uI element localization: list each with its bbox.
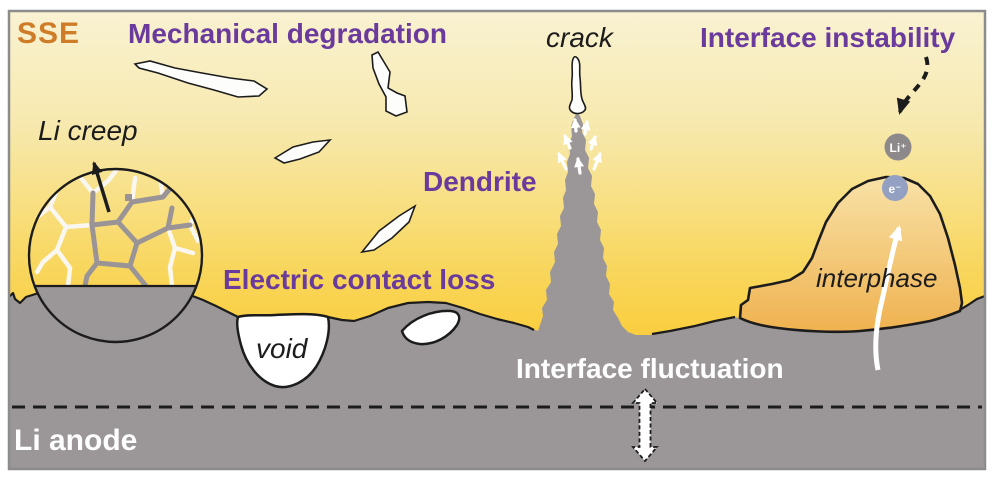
electron-badge: e⁻ [882, 175, 908, 201]
crack-flake-vertical [371, 50, 408, 117]
interface-fluctuation-label: Interface fluctuation [516, 353, 784, 384]
up-arrow-icon [580, 120, 591, 136]
up-arrow-icon [563, 134, 573, 150]
fluctuation-arrow [631, 387, 659, 463]
crack-flake-horizontal [133, 60, 269, 98]
interface-line-far-right [957, 294, 986, 312]
interphase-label: interphase [816, 263, 937, 293]
void-shape-small [400, 309, 461, 346]
void-shape-large [235, 312, 331, 389]
sse-label: SSE [17, 17, 80, 50]
interface-instability-label: Interface instability [700, 22, 956, 53]
grain-lines-gray [82, 182, 193, 289]
dendrite-stress-arrows [557, 118, 602, 175]
li-ion-label: Li⁺ [890, 141, 907, 155]
up-arrow-icon [557, 152, 568, 171]
dendrite-crack [568, 55, 587, 115]
crack-label: crack [546, 22, 615, 53]
up-arrow-icon [570, 118, 581, 133]
up-arrow-icon [574, 157, 585, 175]
interphase-region [738, 175, 964, 334]
electric-contact-loss-label: Electric contact loss [223, 264, 495, 295]
mechanical-degradation-label: Mechanical degradation [128, 18, 447, 49]
li-anode-region [9, 112, 985, 468]
dendrite-label: Dendrite [423, 166, 537, 197]
figure-border [7, 9, 987, 471]
void-label: void [256, 333, 309, 364]
crack-flake-chevron [273, 138, 333, 164]
interface-line-right [651, 315, 736, 336]
electron-flow-arrow [873, 225, 903, 371]
electron-label: e⁻ [888, 182, 901, 196]
li-creep-label: Li creep [38, 115, 138, 146]
up-arrow-icon [587, 135, 598, 151]
li-creep-arrow [91, 161, 111, 213]
crack-flake-sliver [360, 204, 417, 254]
inset-outline [27, 167, 204, 344]
li-ion-badge: Li⁺ [884, 133, 912, 161]
up-arrow-icon [592, 152, 602, 171]
li-anode-label: Li anode [14, 424, 137, 457]
